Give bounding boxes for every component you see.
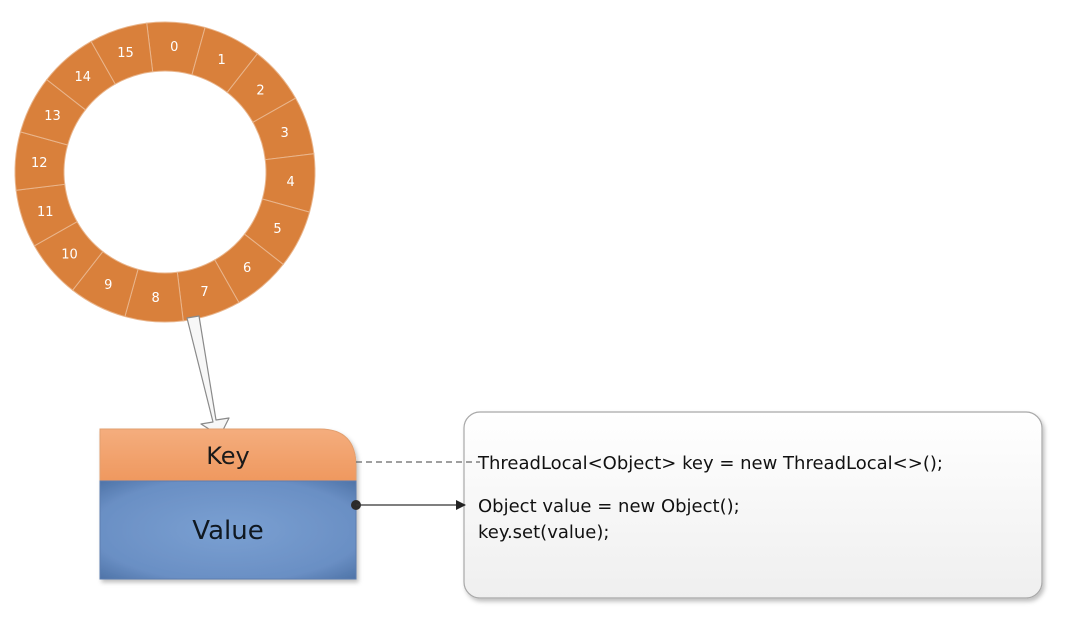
code-value-line: Object value = new Object();: [478, 496, 740, 517]
code-key-line: ThreadLocal<Object> key = new ThreadLoca…: [477, 453, 943, 474]
key-cell: [99, 428, 357, 482]
key-label: Key: [206, 442, 250, 470]
ring-slot-label: 13: [44, 109, 61, 124]
ring-slot-label: 7: [200, 285, 208, 300]
value-cell: [99, 480, 357, 580]
ring-slot-label: 11: [37, 205, 54, 220]
ring-slot-label: 8: [152, 291, 160, 306]
ring-slot-label: 3: [281, 126, 289, 141]
ring-slot-label: 12: [31, 156, 48, 171]
ring-to-entry-arrow: [186, 315, 230, 437]
ring-slot-label: 9: [104, 278, 112, 293]
ring-slot-label: 6: [243, 261, 251, 276]
ring-slot-label: 15: [117, 46, 134, 61]
ring-slot-label: 5: [273, 222, 281, 237]
code-set-line: key.set(value);: [478, 522, 609, 543]
ring-slot-label: 1: [218, 53, 226, 68]
ring-slot-label: 14: [75, 70, 92, 85]
entry-block: [99, 428, 357, 580]
ring-slot-label: 2: [256, 83, 264, 98]
ring-slot-15: [90, 22, 154, 85]
ring-slot-label: 10: [61, 248, 78, 263]
ring-slot-label: 4: [287, 175, 295, 190]
ring-slot-label: 0: [170, 40, 178, 55]
value-label: Value: [192, 516, 263, 546]
